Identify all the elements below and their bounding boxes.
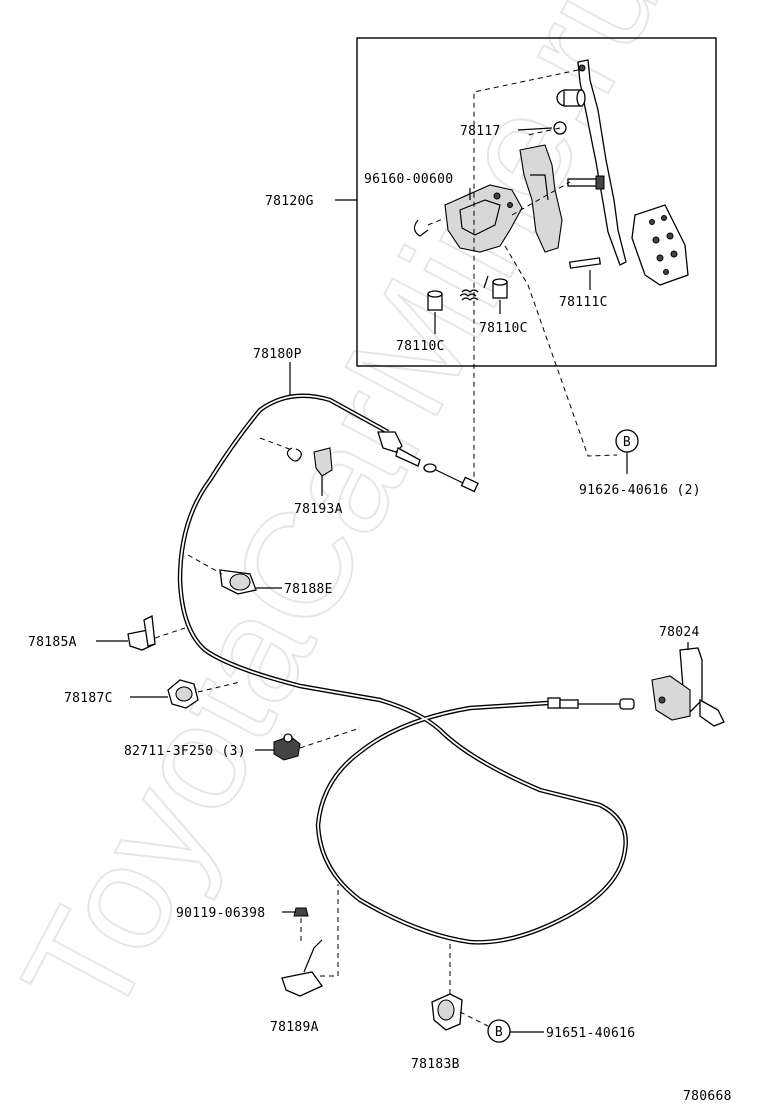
pedal-assembly-frame [356, 37, 717, 367]
label-78111C: 78111C [559, 295, 608, 310]
callout-b-lower: B [487, 1019, 511, 1043]
label-78110C-right: 78110C [479, 321, 528, 336]
label-78188E: 78188E [284, 582, 333, 597]
label-78024: 78024 [659, 625, 700, 640]
label-78187C: 78187C [64, 691, 113, 706]
label-96160-00600: 96160-00600 [364, 172, 453, 187]
label-78110C-left: 78110C [396, 339, 445, 354]
callout-b-upper: B [615, 429, 639, 474]
bracket-78024 [651, 642, 725, 727]
label-78189A: 78189A [270, 1020, 319, 1035]
label-78180P: 78180P [253, 347, 302, 362]
label-78120G: 78120G [265, 194, 314, 209]
label-91626-40616: 91626-40616 (2) [579, 483, 701, 498]
diagram-code: 780668 [683, 1089, 732, 1104]
label-78193A: 78193A [294, 502, 343, 517]
bracket-78189 [281, 884, 339, 997]
accelerator-cable [177, 393, 635, 945]
label-82711-3F250: 82711-3F250 (3) [124, 744, 246, 759]
clamp-78187 [130, 679, 241, 709]
label-78117: 78117 [460, 124, 501, 139]
label-90119-06398: 90119-06398 [176, 906, 265, 921]
pedal-assembly [413, 59, 689, 478]
label-78185A: 78185A [28, 635, 77, 650]
clip-82711 [255, 727, 361, 761]
label-91651-40616: 91651-40616 [546, 1026, 635, 1041]
clamp-78183 [431, 944, 544, 1033]
svg-text:B: B [495, 1025, 503, 1040]
label-78183B: 78183B [411, 1057, 460, 1072]
clamp-78188 [187, 554, 282, 595]
clamp-78193 [259, 437, 333, 496]
leader-78117 [517, 127, 553, 131]
svg-text:B: B [623, 435, 631, 450]
bracket-78185 [96, 614, 186, 651]
